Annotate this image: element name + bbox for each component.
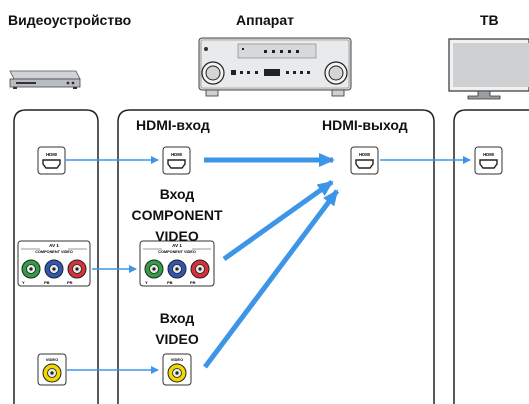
svg-text:Y: Y [145, 280, 148, 285]
player-video-port: VIDEO [37, 353, 67, 386]
svg-text:VIDEO: VIDEO [171, 357, 183, 362]
svg-text:HDMI: HDMI [483, 152, 494, 157]
svg-text:COMPONENT VIDEO: COMPONENT VIDEO [35, 250, 73, 254]
tv-hdmi-port: HDMI [474, 146, 503, 175]
svg-text:Y: Y [22, 280, 25, 285]
svg-text:HDMI: HDMI [359, 152, 370, 157]
svg-text:HDMI: HDMI [46, 152, 57, 157]
svg-text:PR: PR [190, 280, 196, 285]
component-label-line1: Вход [159, 186, 195, 202]
receiver-video-port: VIDEO [162, 353, 192, 386]
receiver-hdmi-in-port: HDMI [162, 146, 191, 175]
video-input-label: Вход VIDEO [132, 308, 222, 350]
video-device-panel [13, 109, 99, 404]
svg-text:PB: PB [44, 280, 50, 285]
svg-text:COMPONENT VIDEO: COMPONENT VIDEO [158, 250, 196, 254]
svg-text:VIDEO: VIDEO [46, 357, 58, 362]
tv-device [448, 38, 529, 100]
video-player-device [9, 70, 81, 89]
component-input-label: Вход COMPONENT VIDEO [112, 184, 242, 247]
svg-text:AV 1: AV 1 [49, 243, 59, 248]
tv-header: ТВ [480, 12, 499, 28]
unit-header: Аппарат [236, 12, 295, 28]
receiver-panel [117, 109, 435, 404]
player-component-ports: AV 1 COMPONENT VIDEO Y PB PR [17, 240, 91, 287]
receiver-hdmi-out-port: HDMI [350, 146, 379, 175]
component-label-line3: VIDEO [155, 228, 199, 244]
hdmi-out-label: HDMI-выход [322, 117, 408, 133]
component-label-line2: COMPONENT [131, 207, 223, 223]
video-device-header: Видеоустройство [8, 12, 132, 28]
svg-text:PB: PB [167, 280, 173, 285]
svg-text:HDMI: HDMI [171, 152, 182, 157]
video-label-line2: VIDEO [155, 331, 199, 347]
component-upconvert-arrow [222, 179, 334, 262]
hdmi-in-label: HDMI-вход [136, 117, 210, 133]
svg-text:PR: PR [67, 280, 73, 285]
av-receiver-device [198, 37, 352, 97]
video-upconvert-arrow [203, 189, 339, 369]
video-label-line1: Вход [159, 310, 195, 326]
svg-text:AV 1: AV 1 [172, 243, 182, 248]
receiver-component-ports: AV 1 COMPONENT VIDEO Y PB PR [139, 240, 215, 287]
tv-panel [453, 109, 529, 404]
player-hdmi-port: HDMI [37, 146, 66, 175]
